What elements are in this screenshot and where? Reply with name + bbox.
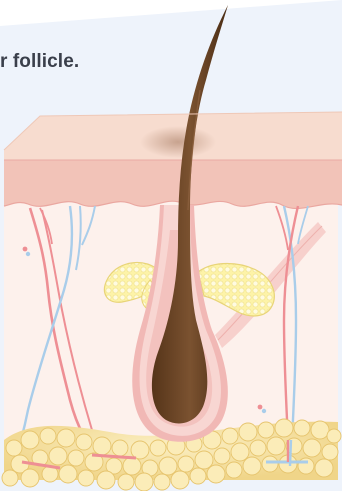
epidermis-layer [4,112,342,209]
